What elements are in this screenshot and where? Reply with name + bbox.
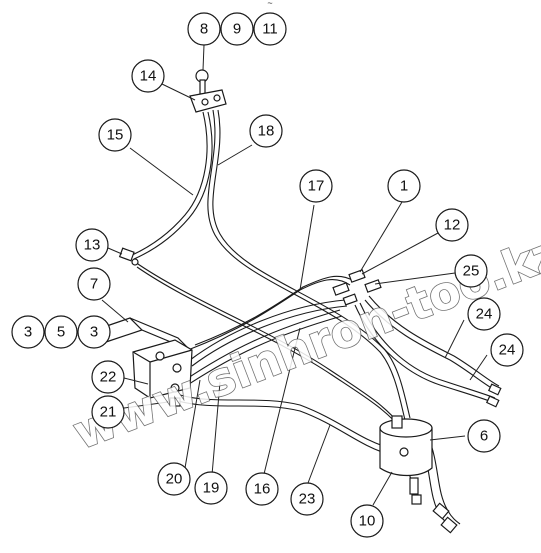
svg-text:21: 21 — [100, 404, 117, 421]
callout-21: 21 — [91, 395, 125, 429]
fitting-cluster-25 — [332, 269, 382, 306]
hose-17 — [187, 279, 351, 351]
header-mark: ~ — [267, 0, 272, 8]
hose-24-lower — [354, 304, 493, 403]
hose-20-inner — [185, 315, 343, 387]
callout-16: 16 — [245, 472, 279, 506]
svg-text:8: 8 — [200, 21, 208, 38]
callout-19: 19 — [194, 471, 228, 505]
callout-15: 15 — [98, 118, 132, 152]
parts — [93, 69, 502, 534]
callout-12: 12 — [435, 208, 469, 242]
callout-13: 13 — [75, 228, 109, 262]
end-fittings-24 — [485, 383, 502, 408]
callout-10: 10 — [350, 504, 384, 538]
callout-3-right: 3 — [77, 315, 111, 349]
hose-16-inner — [136, 266, 403, 431]
hose-24-lower-inner — [359, 302, 496, 399]
callout-23: 23 — [290, 482, 324, 516]
svg-text:17: 17 — [308, 178, 325, 195]
hose-18 — [207, 109, 406, 421]
hose-23 — [179, 394, 391, 449]
callout-5: 5 — [44, 315, 78, 349]
lower-fittings — [411, 494, 458, 534]
hose-19 — [189, 299, 346, 361]
svg-text:19: 19 — [203, 480, 220, 497]
callout-9: 9 — [220, 12, 254, 46]
svg-text:11: 11 — [262, 21, 278, 38]
svg-text:24: 24 — [476, 306, 493, 323]
hose-24-upper-inner — [368, 295, 500, 387]
svg-text:12: 12 — [444, 217, 461, 234]
svg-text:1: 1 — [400, 178, 408, 195]
valve-14 — [189, 69, 227, 113]
callout-17: 17 — [299, 169, 333, 203]
callout-22: 22 — [91, 360, 125, 394]
svg-text:10: 10 — [359, 513, 376, 530]
svg-text:6: 6 — [480, 428, 488, 445]
hose-19-inner — [191, 305, 348, 367]
svg-text:22: 22 — [100, 369, 117, 386]
fitting-13 — [118, 247, 139, 266]
cylinder-block-6 — [379, 415, 433, 495]
callout-18: 18 — [249, 114, 283, 148]
callout-8: 8 — [187, 12, 221, 46]
callout-20: 20 — [157, 462, 191, 496]
callout-3-left: 3 — [11, 315, 45, 349]
svg-text:23: 23 — [299, 491, 316, 508]
hose-20 — [184, 309, 341, 381]
callout-7: 7 — [77, 267, 111, 301]
callouts: 8 9 11 14 15 18 17 1 — [11, 12, 524, 538]
svg-text:25: 25 — [463, 263, 480, 280]
svg-text:7: 7 — [90, 276, 98, 293]
svg-text:3: 3 — [90, 324, 98, 341]
svg-text:3: 3 — [24, 324, 32, 341]
svg-text:18: 18 — [258, 123, 275, 140]
callout-11: 11 — [253, 12, 287, 46]
callout-1: 1 — [387, 169, 421, 203]
svg-text:9: 9 — [233, 21, 241, 38]
svg-text:14: 14 — [140, 68, 157, 85]
svg-text:16: 16 — [254, 481, 271, 498]
leader-lines — [101, 44, 488, 506]
hose-15-inner — [133, 111, 213, 260]
svg-text:20: 20 — [166, 471, 183, 488]
callout-14: 14 — [131, 59, 165, 93]
hose-18-inner — [212, 109, 411, 419]
callout-25: 25 — [454, 254, 488, 288]
hose-23-inner — [177, 400, 389, 455]
hoses — [129, 109, 500, 529]
callout-6: 6 — [467, 419, 501, 453]
callout-24-lower: 24 — [490, 333, 524, 367]
callout-24-upper: 24 — [467, 297, 501, 331]
hose-15 — [129, 111, 208, 257]
svg-text:5: 5 — [57, 324, 65, 341]
hose-17-outer — [194, 275, 355, 346]
hose-16 — [134, 261, 401, 426]
svg-text:15: 15 — [107, 127, 124, 144]
hose-24-upper — [364, 299, 496, 391]
svg-text:24: 24 — [499, 342, 516, 359]
svg-text:13: 13 — [84, 237, 101, 254]
